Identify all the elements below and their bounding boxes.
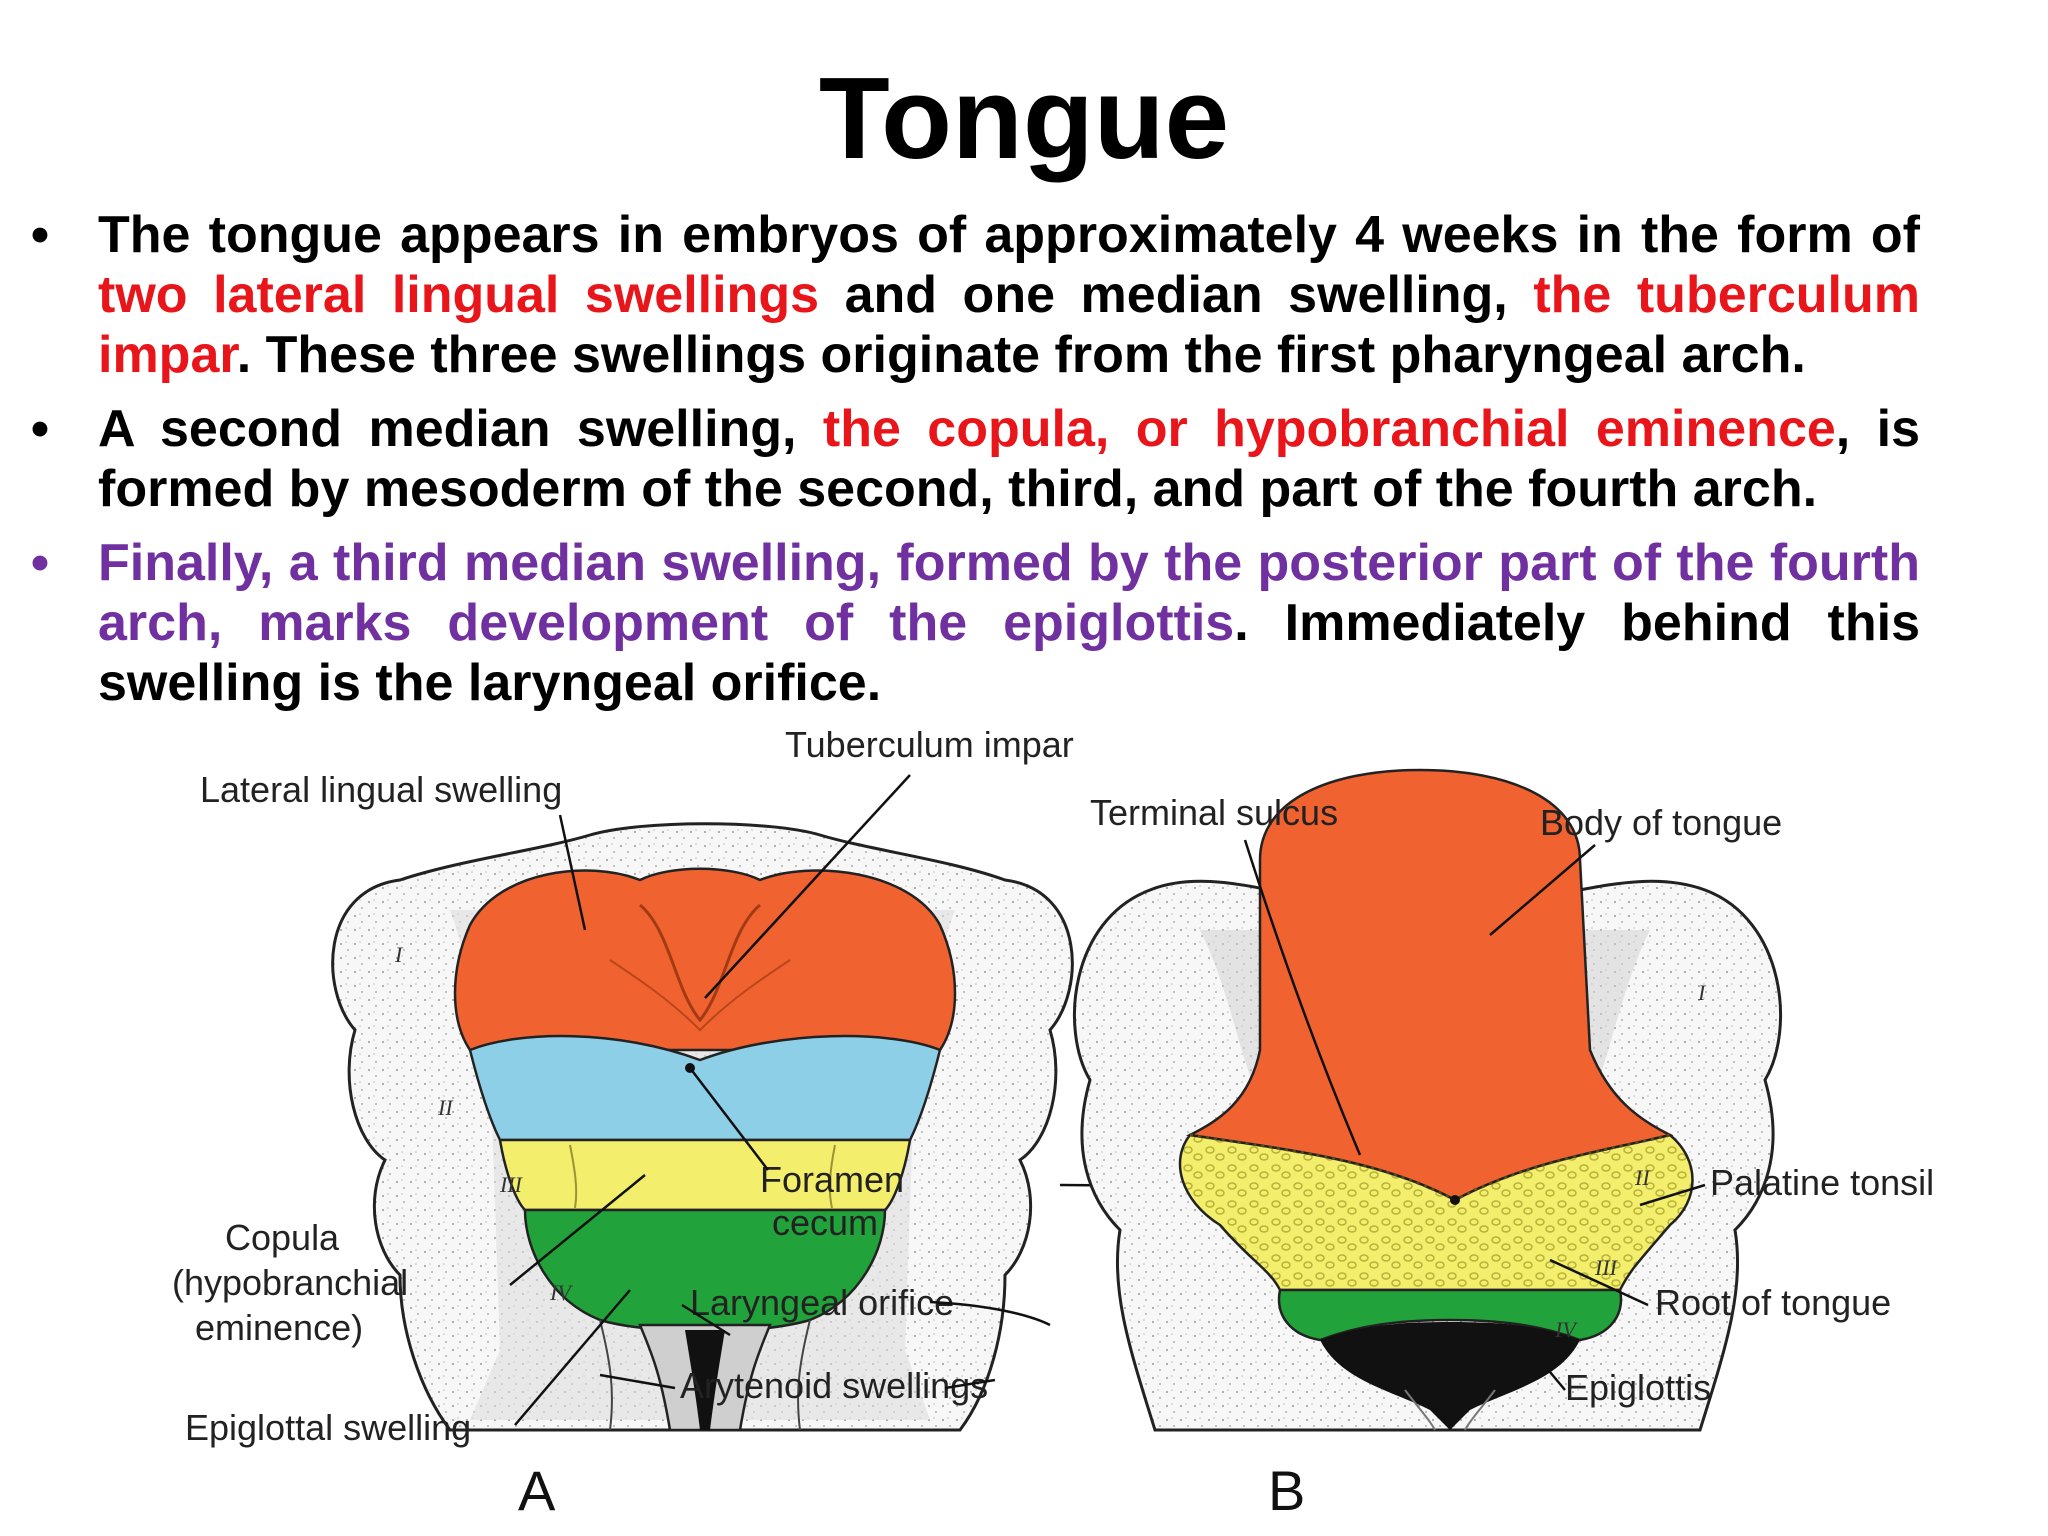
bullet-list: • The tongue appears in embryos of approx… [0,205,2048,727]
arch-numeral: III [1594,1255,1619,1280]
arch-numeral: II [1634,1165,1651,1190]
panel-a-drawing [331,822,1074,1432]
highlight-purple: Finally, a third median swelling, formed… [98,534,1920,652]
panel-label-a: A [518,1459,556,1522]
label-eminence: eminence) [195,1307,363,1348]
label-lateral-lingual-swelling: Lateral lingual swelling [200,769,562,810]
bullet-run: A second median swelling, [98,400,823,458]
highlight-red: the tuberculum impar [98,266,1920,384]
label-hypobranchial: (hypobranchial [172,1262,408,1303]
highlight-red: two lateral lingual swellings [98,266,820,324]
bullet-dot: • [30,534,50,592]
bullet-run: The tongue appears in embryos of approxi… [98,206,1920,264]
panel-label-b: B [1268,1459,1305,1522]
bullet-dot: • [30,400,50,458]
label-root-of-tongue: Root of tongue [1655,1282,1891,1323]
panel-b-drawing [1073,768,1782,1432]
label-tuberculum-impar: Tuberculum impar [785,730,1074,765]
arch-numeral: I [394,942,404,967]
bullet-run: and one median swelling, [819,266,1534,324]
laryngeal-orifice-b [1320,1322,1580,1430]
bullet-dot: • [30,206,50,264]
bullet-run: . Immediately behind this swelling is th… [98,594,1920,712]
label-laryngeal-orifice: Laryngeal orifice [690,1282,954,1323]
label-epiglottal-swelling: Epiglottal swelling [185,1407,471,1448]
bullet-item-3: • Finally, a third median swelling, forme… [0,533,1920,713]
bullet-item-2: • A second median swelling, the copula, o… [0,399,1920,519]
bullet-run: , is formed by mesoderm of the second, t… [98,400,1921,518]
label-terminal-sulcus: Terminal sulcus [1090,792,1338,833]
arch-numeral: III [499,1172,524,1197]
arch-numeral: I [1697,980,1707,1005]
bullet-text: The tongue appears in embryos of approxi… [98,206,1920,384]
label-copula: Copula [225,1217,340,1258]
label-body-of-tongue: Body of tongue [1540,802,1782,843]
label-epiglottis: Epiglottis [1565,1367,1711,1408]
label-arytenoid-swellings: Arytenoid swellings [680,1365,988,1406]
lateral-lingual-swellings [453,867,957,1052]
bullet-text: A second median swelling, the copula, or… [98,400,1920,518]
slide-title: Tongue [818,53,1230,183]
bullet-run: . These three swellings originate from t… [236,326,1806,384]
arch-numeral: II [437,1095,454,1120]
bullet-item-1: • The tongue appears in embryos of approx… [0,205,1920,385]
arch-numeral: IV [1554,1317,1578,1342]
epiglottis-b [1277,1288,1623,1342]
tongue-development-figure: I II III IV Lateral lingual swelling Tub… [172,730,1934,1522]
highlight-red: the copula, or hypobranchial eminence [822,400,1836,458]
bullet-text: Finally, a third median swelling, formed… [98,534,1920,712]
arch-numeral: IV [549,1280,573,1305]
label-cecum: cecum [772,1202,878,1243]
label-palatine-tonsil: Palatine tonsil [1710,1162,1934,1203]
label-foramen: Foramen [760,1159,904,1200]
